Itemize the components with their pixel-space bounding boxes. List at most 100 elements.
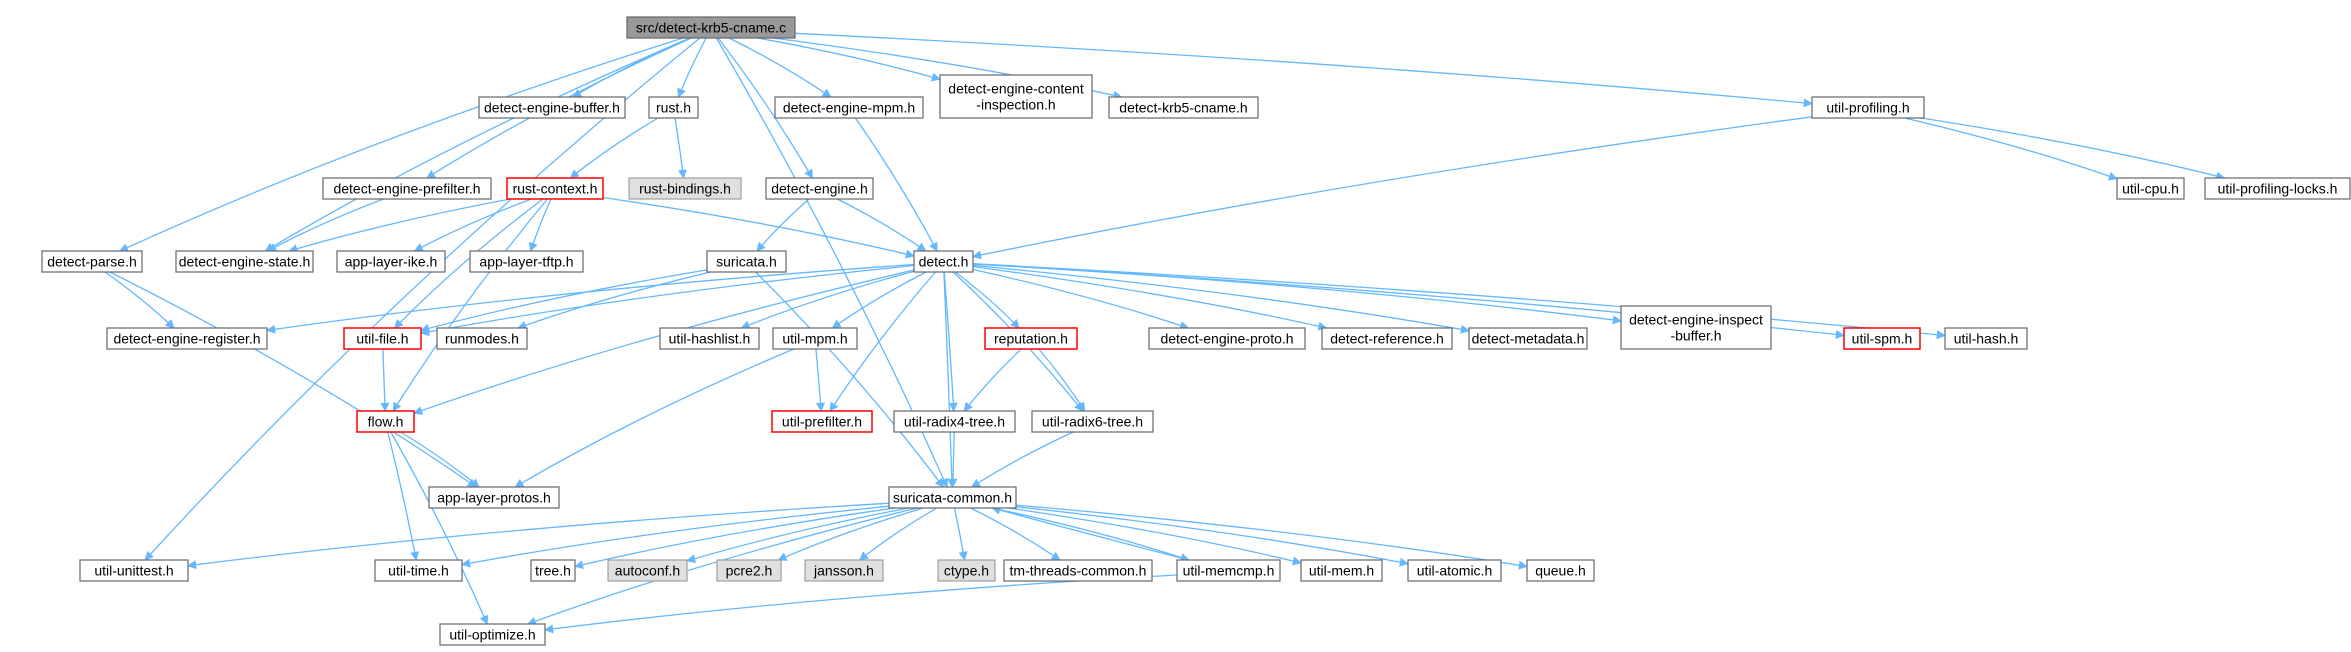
node-box (41, 250, 143, 273)
edge-common_h-to-util_atomic (1015, 506, 1409, 567)
node-rust-h[interactable]: rust.h (648, 96, 699, 119)
node-tm-threads[interactable]: tm-threads-common.h (1003, 559, 1153, 582)
node-pcre2[interactable]: pcre2.h (716, 559, 782, 582)
node-state-h[interactable]: detect-engine-state.h (175, 250, 314, 273)
node-util-mem[interactable]: util-mem.h (1300, 559, 1383, 582)
node-box (428, 486, 560, 509)
node-tftp-h[interactable]: app-layer-tftp.h (469, 250, 584, 273)
node-label: detect-krb5-cname.h (1119, 100, 1247, 116)
node-label: app-layer-protos.h (437, 490, 551, 506)
node-detect-h[interactable]: detect.h (913, 250, 974, 273)
node-box (706, 250, 787, 273)
edge-mpm_h-to-detect_h (854, 117, 938, 252)
node-ike-h[interactable]: app-layer-ike.h (336, 250, 446, 273)
node-ctype[interactable]: ctype.h (937, 559, 996, 582)
node-queue-h[interactable]: queue.h (1526, 559, 1595, 582)
node-box (1944, 327, 2028, 350)
node-engine-h[interactable]: detect-engine.h (765, 177, 874, 200)
node-proto-h[interactable]: detect-engine-proto.h (1148, 327, 1306, 350)
node-krb5-cname-h[interactable]: detect-krb5-cname.h (1108, 96, 1259, 119)
node-util-time[interactable]: util-time.h (374, 559, 463, 582)
node-reputation[interactable]: reputation.h (984, 327, 1078, 350)
node-content-insp[interactable]: detect-engine-content-inspection.h (939, 74, 1093, 119)
edge-common_h-to-jansson (858, 507, 938, 561)
node-box (1031, 410, 1154, 433)
node-label: rust-context.h (513, 181, 598, 197)
node-label: app-layer-ike.h (345, 254, 438, 270)
node-radix4[interactable]: util-radix4-tree.h (893, 410, 1016, 433)
node-hashlist[interactable]: util-hashlist.h (659, 327, 760, 350)
node-box (2116, 177, 2185, 200)
node-tree-h[interactable]: tree.h (530, 559, 576, 582)
node-util-atomic[interactable]: util-atomic.h (1407, 559, 1502, 582)
edge-rust_context-to-tftp_h (528, 198, 552, 252)
node-autoconf[interactable]: autoconf.h (607, 559, 688, 582)
edge-suricata_h-to-util_file (420, 269, 708, 333)
node-box (937, 559, 996, 582)
edge-parse_h-to-protos_h (109, 271, 477, 488)
node-box (1300, 559, 1383, 582)
node-label: detect.h (919, 254, 969, 270)
node-box (175, 250, 314, 273)
node-label: util-hash.h (1954, 331, 2019, 347)
node-util-prof-locks[interactable]: util-profiling-locks.h (2204, 177, 2351, 200)
node-util-cpu[interactable]: util-cpu.h (2116, 177, 2185, 200)
node-common-h[interactable]: suricata-common.h (888, 486, 1017, 509)
node-label: rust-bindings.h (639, 181, 731, 197)
node-util-profiling[interactable]: util-profiling.h (1811, 96, 1925, 119)
node-util-hash[interactable]: util-hash.h (1944, 327, 2028, 350)
node-register-h[interactable]: detect-engine-register.h (106, 327, 268, 350)
edge-detect_h-to-util_hash (972, 263, 1946, 340)
edge-detect_h-to-flow_h (413, 269, 915, 415)
node-jansson[interactable]: jansson.h (804, 559, 884, 582)
node-util-file[interactable]: util-file.h (343, 327, 422, 350)
node-insp-buffer[interactable]: detect-engine-inspect-buffer.h (1620, 305, 1772, 350)
node-mpm-h[interactable]: detect-engine-mpm.h (774, 96, 924, 119)
node-label: util-mem.h (1309, 563, 1374, 579)
edge-prefilter_h-to-state_h (267, 198, 384, 252)
node-label: util-time.h (388, 563, 449, 579)
node-box (939, 74, 1093, 119)
edge-detect_h-to-reference_h (972, 265, 1328, 331)
edge-rust_context-to-state_h (288, 198, 511, 254)
node-rust-context[interactable]: rust-context.h (506, 177, 604, 200)
node-metadata-h[interactable]: detect-metadata.h (1468, 327, 1588, 350)
node-label: util-hashlist.h (669, 331, 751, 347)
node-dep-buffer[interactable]: detect-engine-buffer.h (478, 96, 626, 119)
node-suricata-h[interactable]: suricata.h (706, 250, 787, 273)
node-radix6[interactable]: util-radix6-tree.h (1031, 410, 1154, 433)
node-util-spm[interactable]: util-spm.h (1843, 327, 1921, 350)
node-label: autoconf.h (615, 563, 680, 579)
edge-reputation-to-radix4 (963, 348, 1022, 412)
node-box (628, 177, 742, 200)
node-rust-bindings[interactable]: rust-bindings.h (628, 177, 742, 200)
node-optimize[interactable]: util-optimize.h (439, 623, 546, 646)
edge-util_mpm-to-util_prefilter (815, 348, 826, 412)
node-util-prefilter[interactable]: util-prefilter.h (771, 410, 873, 433)
node-flow-h[interactable]: flow.h (356, 410, 415, 433)
edge-root-to-parse_h (118, 37, 684, 252)
node-root[interactable]: src/detect-krb5-cname.c (626, 16, 796, 39)
node-parse-h[interactable]: detect-parse.h (41, 250, 143, 273)
node-label: suricata-common.h (893, 490, 1012, 506)
node-label: util-prefilter.h (782, 414, 862, 430)
edge-engine_h-to-detect_h (837, 198, 927, 252)
node-reference-h[interactable]: detect-reference.h (1321, 327, 1453, 350)
node-box (716, 559, 782, 582)
node-label: detect-engine-proto.h (1160, 331, 1293, 347)
node-unittest[interactable]: util-unittest.h (79, 559, 189, 582)
node-label: util-cpu.h (2122, 181, 2179, 197)
node-label: tm-threads-common.h (1010, 563, 1147, 579)
node-protos-h[interactable]: app-layer-protos.h (428, 486, 560, 509)
edge-util_mpm-to-protos_h (514, 348, 795, 488)
node-memcmp[interactable]: util-memcmp.h (1176, 559, 1281, 582)
edge-detect_h-to-common_h (943, 271, 957, 488)
node-box (336, 250, 446, 273)
node-util-mpm[interactable]: util-mpm.h (772, 327, 858, 350)
node-prefilter-h[interactable]: detect-engine-prefilter.h (322, 177, 492, 200)
node-box (1811, 96, 1925, 119)
node-runmodes[interactable]: runmodes.h (436, 327, 528, 350)
node-box (2204, 177, 2351, 200)
node-label: detect-engine-buffer.h (484, 100, 620, 116)
